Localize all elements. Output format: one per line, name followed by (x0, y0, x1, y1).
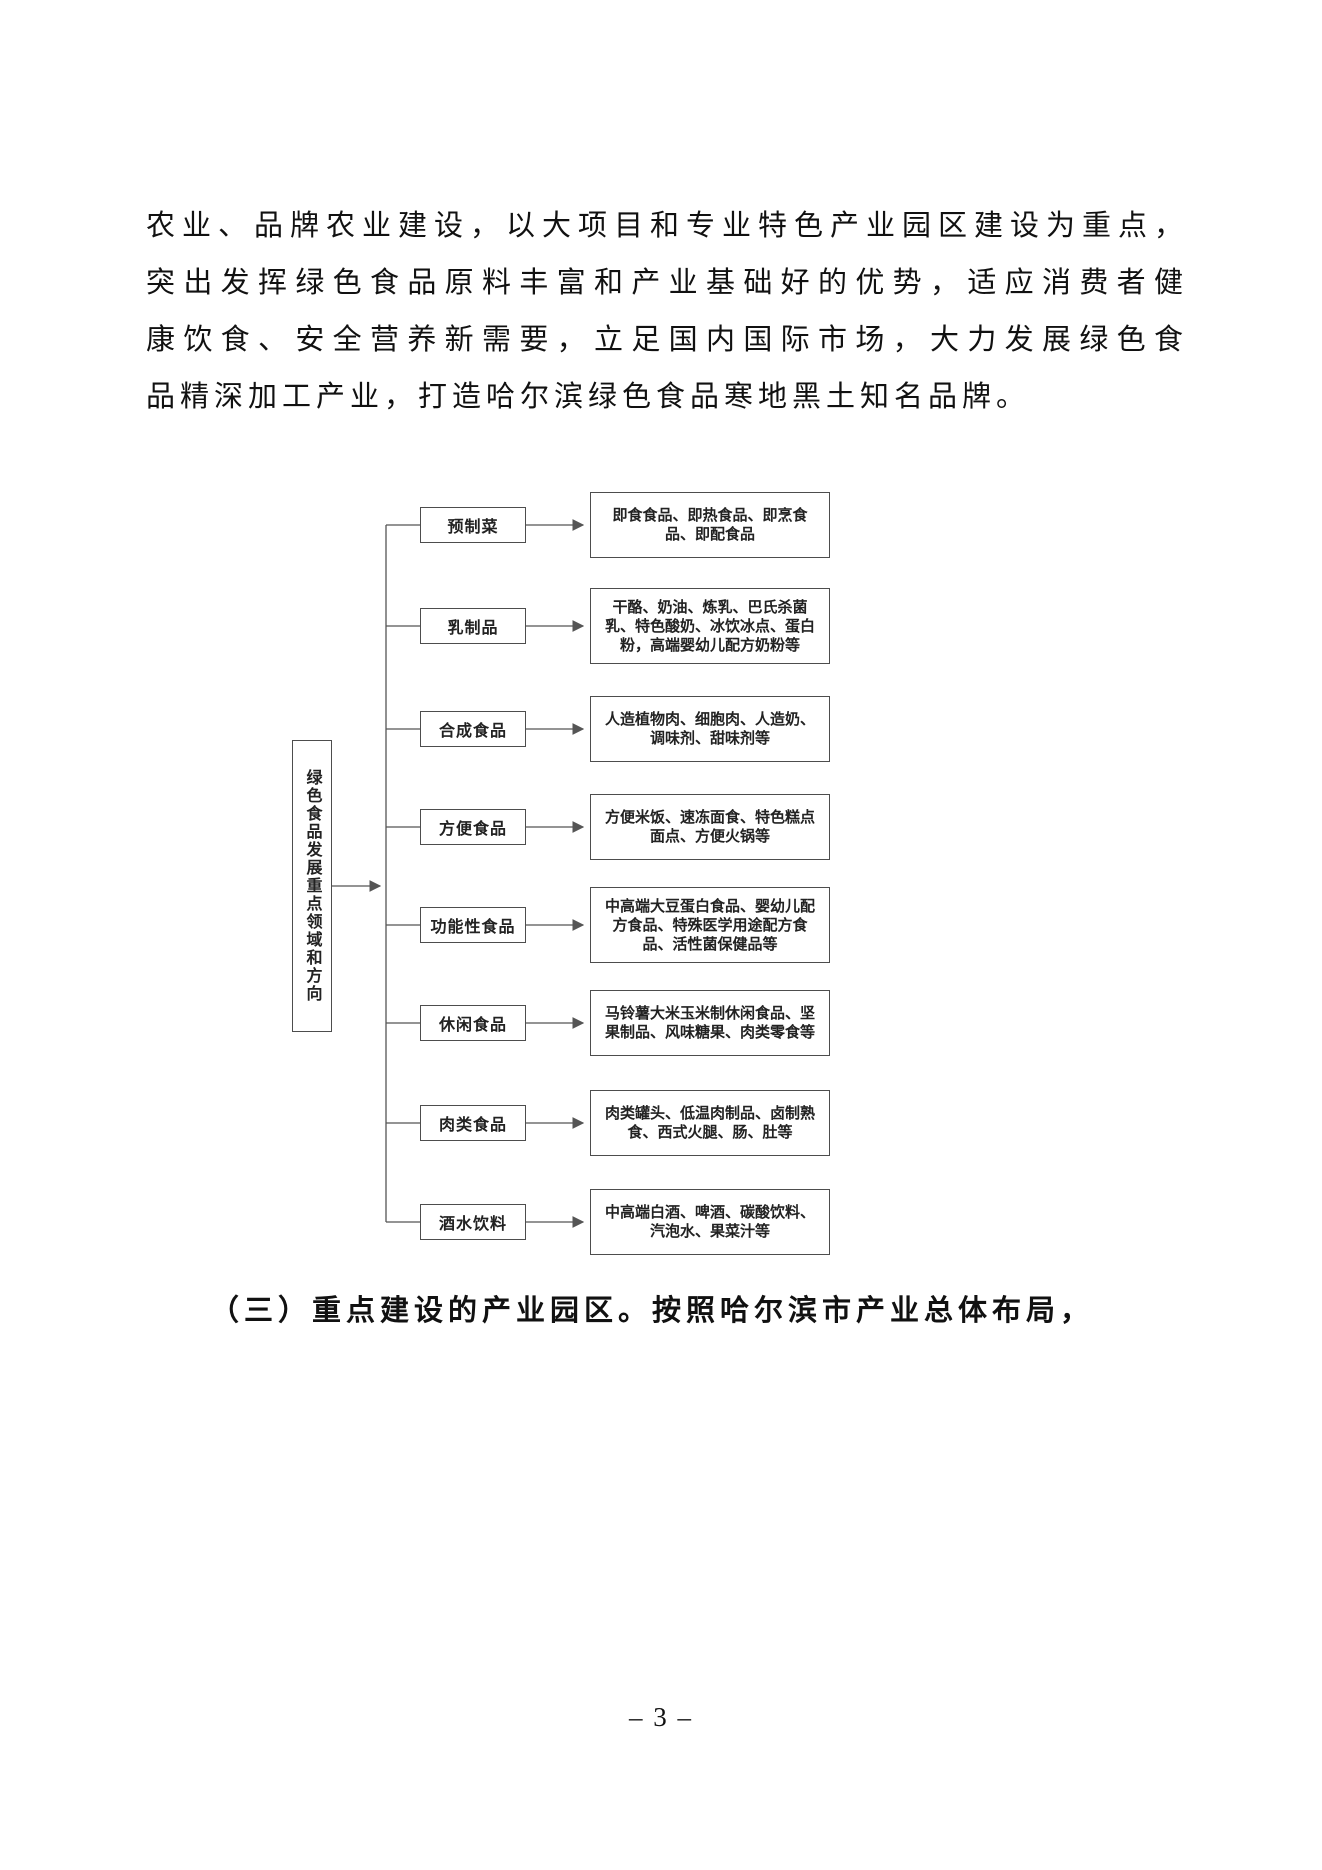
detail-node: 中高端大豆蛋白食品、婴幼儿配方食品、特殊医学用途配方食品、活性菌保健品等 (590, 887, 830, 963)
detail-node: 中高端白酒、啤酒、碳酸饮料、汽泡水、果菜汁等 (590, 1189, 830, 1255)
paragraph-line: 农业、品牌农业建设，以大项目和专业特色产业园区建设为重点， (146, 210, 1188, 242)
detail-node: 人造植物肉、细胞肉、人造奶、调味剂、甜味剂等 (590, 696, 830, 762)
page-number: – 3 – (629, 1702, 693, 1732)
category-node: 休闲食品 (420, 1005, 526, 1041)
paragraph-line: 突出发挥绿色食品原料丰富和产业基础好的优势，适应消费者健 (146, 267, 1188, 299)
paragraph-line: 品精深加工产业，打造哈尔滨绿色食品寒地黑土知名品牌。 (146, 381, 1031, 413)
category-node: 预制菜 (420, 507, 526, 543)
category-node: 肉类食品 (420, 1105, 526, 1141)
category-node: 功能性食品 (420, 907, 526, 943)
category-node: 合成食品 (420, 711, 526, 747)
root-node: 绿色食品发展重点领域和方向 (292, 740, 332, 1032)
closing-paragraph: （三）重点建设的产业园区。按照哈尔滨市产业总体布局， (210, 1295, 1095, 1327)
category-node: 乳制品 (420, 608, 526, 644)
detail-node: 肉类罐头、低温肉制品、卤制熟食、西式火腿、肠、肚等 (590, 1090, 830, 1156)
body-paragraph: 农业、品牌农业建设，以大项目和专业特色产业园区建设为重点， 突出发挥绿色食品原料… (146, 198, 1188, 426)
detail-node: 方便米饭、速冻面食、特色糕点面点、方便火锅等 (590, 794, 830, 860)
detail-node: 干酪、奶油、炼乳、巴氏杀菌乳、特色酸奶、冰饮冰点、蛋白粉，高端婴幼儿配方奶粉等 (590, 588, 830, 664)
paragraph-line: 康饮食、安全营养新需要，立足国内国际市场，大力发展绿色食 (146, 324, 1188, 356)
category-node: 方便食品 (420, 809, 526, 845)
detail-node: 即食食品、即热食品、即烹食品、即配食品 (590, 492, 830, 558)
detail-node: 马铃薯大米玉米制休闲食品、坚果制品、风味糖果、肉类零食等 (590, 990, 830, 1056)
category-node: 酒水饮料 (420, 1204, 526, 1240)
